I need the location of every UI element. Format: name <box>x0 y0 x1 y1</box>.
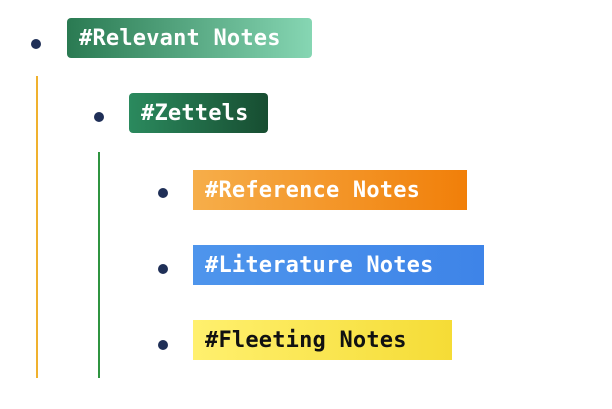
tag-chip-zettels[interactable]: #Zettels <box>129 93 268 133</box>
bullet-icon[interactable] <box>158 264 168 274</box>
bullet-icon[interactable] <box>31 39 41 49</box>
bullet-icon[interactable] <box>94 112 104 122</box>
outline-guide-level-1 <box>36 76 38 378</box>
tag-chip-literature-notes[interactable]: #Literature Notes <box>193 245 484 285</box>
tag-chip-relevant-notes[interactable]: #Relevant Notes <box>67 18 312 58</box>
bullet-icon[interactable] <box>158 340 168 350</box>
tag-chip-fleeting-notes[interactable]: #Fleeting Notes <box>193 320 452 360</box>
bullet-icon[interactable] <box>158 188 168 198</box>
outline-guide-level-2 <box>98 152 100 378</box>
tag-chip-reference-notes[interactable]: #Reference Notes <box>193 170 467 210</box>
